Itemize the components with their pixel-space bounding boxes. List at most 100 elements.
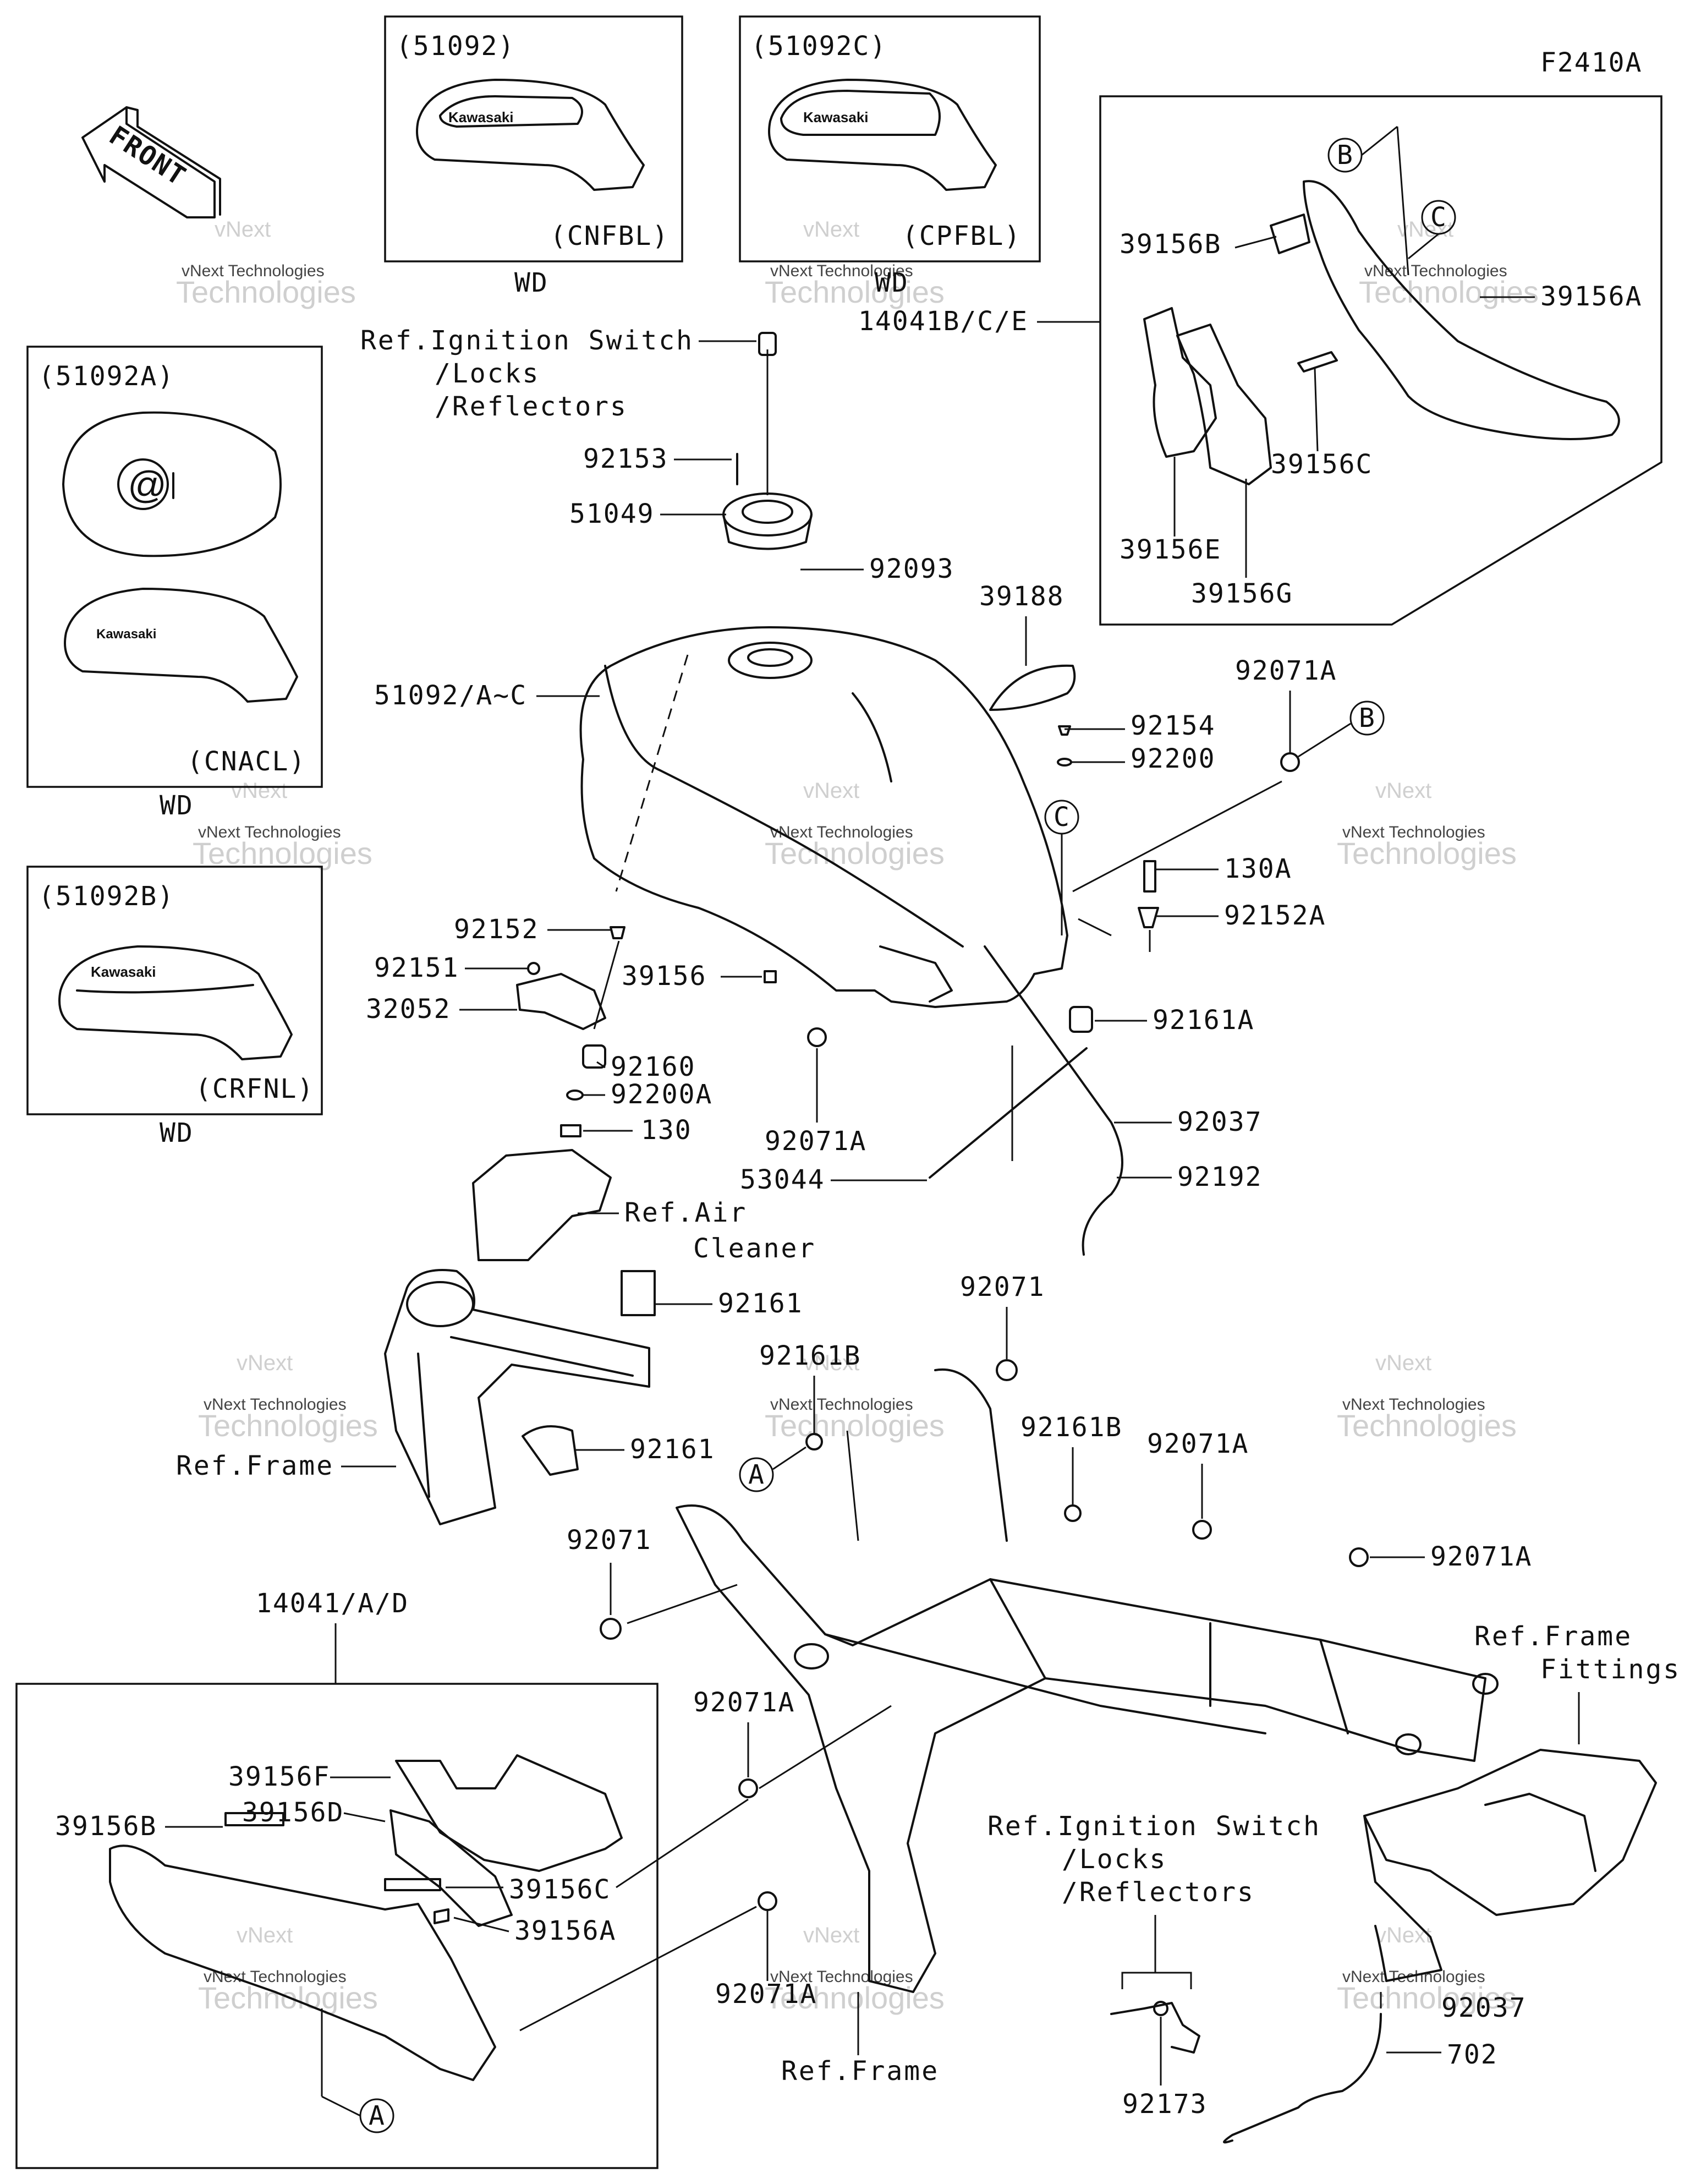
- svg-text:vNext Technologies: vNext Technologies: [1342, 1395, 1485, 1414]
- svg-text:WD: WD: [160, 1118, 194, 1148]
- svg-text:vNext Technologies: vNext Technologies: [204, 1968, 347, 1986]
- svg-text:WD: WD: [160, 790, 194, 821]
- ref-reflectors-label: /Reflectors: [435, 391, 628, 422]
- label-92071A: 92071A: [765, 1126, 866, 1157]
- label-92071: 92071: [960, 1272, 1045, 1302]
- label-92071A: 92071A: [1430, 1541, 1532, 1572]
- svg-text:(CRFNL): (CRFNL): [195, 1074, 314, 1104]
- svg-text:vNext: vNext: [803, 779, 859, 803]
- callout-C: C: [1044, 800, 1079, 835]
- svg-text:vNext: vNext: [1375, 779, 1431, 803]
- svg-text:@: @: [128, 463, 167, 506]
- svg-text:Technologies: Technologies: [176, 275, 356, 309]
- svg-text:WD: WD: [875, 267, 909, 298]
- svg-text:Technologies: Technologies: [193, 836, 372, 871]
- fuel-tank-top-view-image: @: [62, 411, 282, 557]
- washer-92071A: [1280, 752, 1300, 772]
- svg-text:vNext Technologies: vNext Technologies: [770, 823, 913, 841]
- ref-frame-label: Ref.Frame: [176, 1450, 334, 1481]
- callout-B: B: [1327, 138, 1363, 173]
- fuel-cap-icon: [722, 492, 813, 550]
- svg-text:39156A: 39156A: [1540, 281, 1642, 312]
- decal-39156F: [395, 1754, 623, 1872]
- label-39156A: 39156A: [514, 1915, 616, 1946]
- svg-text:(CNACL): (CNACL): [187, 746, 306, 777]
- svg-text:vNext Technologies: vNext Technologies: [1342, 823, 1485, 841]
- svg-text:(51092C): (51092C): [751, 31, 887, 62]
- svg-text:(CPFBL): (CPFBL): [902, 221, 1021, 251]
- label-92152: 92152: [454, 914, 539, 945]
- label-92161B: 92161B: [1020, 1412, 1122, 1443]
- label-92153: 92153: [583, 444, 668, 474]
- svg-text:FRONT: FRONT: [103, 120, 191, 192]
- svg-text:vNext Technologies: vNext Technologies: [198, 823, 341, 841]
- front-arrow-icon: FRONT: [81, 106, 221, 218]
- svg-text:39156E: 39156E: [1120, 534, 1221, 565]
- air-cleaner-ref-shape: [472, 1149, 612, 1261]
- figure-code: F2410A: [1540, 47, 1642, 78]
- svg-text:(51092A): (51092A): [39, 361, 174, 392]
- svg-text:Technologies: Technologies: [1337, 1980, 1517, 2015]
- ignition-bolt-icon: [758, 332, 777, 356]
- label-130: 130: [641, 1115, 692, 1146]
- reflector-bracket-icon: [1110, 2001, 1200, 2054]
- drain-hose-702: [1223, 2013, 1382, 2144]
- label-92154: 92154: [1131, 710, 1216, 741]
- bolt-130A: [1143, 860, 1156, 893]
- damper-92161: [522, 1425, 579, 1476]
- watermark: vNext vNext Technologies Technologies: [198, 1351, 378, 1443]
- label-92151: 92151: [374, 953, 459, 983]
- svg-text:(51092): (51092): [396, 31, 515, 62]
- svg-text:vNext Technologies: vNext Technologies: [204, 1395, 347, 1414]
- tube-53044: [929, 1047, 1088, 1179]
- watermark: vNext vNext Technologies Technologies: [765, 217, 945, 309]
- variant-box-51092: (51092) Kawasaki (CNFBL) WD: [384, 15, 683, 298]
- side-cover-detail-box: B C 39156B 39156A 39156C 39156E 39156G: [1099, 95, 1662, 626]
- fuel-tank-variant-image: Kawasaki: [768, 79, 997, 191]
- ref-locks-label: /Locks: [1062, 1844, 1167, 1875]
- label-92200: 92200: [1131, 743, 1216, 774]
- svg-text:B: B: [1359, 703, 1376, 734]
- label-14041AD: 14041/A/D: [256, 1588, 409, 1619]
- svg-text:vNext: vNext: [237, 1923, 293, 1947]
- svg-text:39156B: 39156B: [1120, 229, 1221, 260]
- svg-text:vNext: vNext: [1397, 217, 1453, 242]
- svg-text:A: A: [748, 1459, 765, 1490]
- svg-text:Technologies: Technologies: [765, 1408, 945, 1443]
- svg-text:Kawasaki: Kawasaki: [91, 964, 156, 980]
- ref-reflectors-label: /Reflectors: [1062, 1877, 1255, 1908]
- label-39188: 39188: [979, 581, 1065, 612]
- svg-text:C: C: [1053, 802, 1071, 833]
- side-cover-shape: [109, 1844, 496, 2081]
- ref-frame-fittings-label-2: Fittings: [1540, 1654, 1681, 1685]
- watermark: vNext vNext Technologies Technologies: [193, 779, 372, 871]
- watermark: vNext vNext Technologies Technologies: [1359, 217, 1539, 309]
- strip-39156B: [224, 1812, 284, 1826]
- watermark: vNext vNext Technologies Technologies: [198, 1923, 378, 2015]
- label-51049: 51049: [569, 499, 655, 529]
- label-14041BCE: 14041B/C/E: [858, 306, 1028, 337]
- svg-text:Technologies: Technologies: [198, 1408, 378, 1443]
- watermarks: vNext vNext Technologies Technologies vN…: [176, 217, 1539, 2015]
- main-frame-shape: [676, 1368, 1499, 1993]
- svg-text:vNext Technologies: vNext Technologies: [182, 262, 325, 280]
- svg-text:Kawasaki: Kawasaki: [96, 627, 156, 642]
- decal-39156D: [389, 1809, 513, 1927]
- label-39156B: 39156B: [55, 1811, 157, 1842]
- svg-text:vNext: vNext: [803, 1351, 859, 1375]
- watermark: vNext vNext Technologies Technologies: [765, 1923, 945, 2015]
- callout-A: A: [739, 1457, 774, 1492]
- svg-text:vNext Technologies: vNext Technologies: [1342, 1968, 1485, 1986]
- watermark: vNext vNext Technologies Technologies: [765, 779, 945, 871]
- ref-locks-label: /Locks: [435, 358, 540, 389]
- side-cover-detail-box-lower: 39156F 39156D 39156B 39156C 39156A A: [15, 1683, 659, 2169]
- fuel-tank-variant-image: Kawasaki: [64, 588, 298, 703]
- svg-text:Technologies: Technologies: [1359, 275, 1539, 309]
- svg-text:C: C: [1430, 202, 1447, 233]
- label-92037: 92037: [1177, 1107, 1263, 1137]
- svg-text:B: B: [1337, 140, 1354, 171]
- strip-39156A: [434, 1908, 449, 1924]
- fuel-tank-variant-image: Kawasaki: [58, 945, 293, 1060]
- svg-text:(51092B): (51092B): [39, 881, 174, 912]
